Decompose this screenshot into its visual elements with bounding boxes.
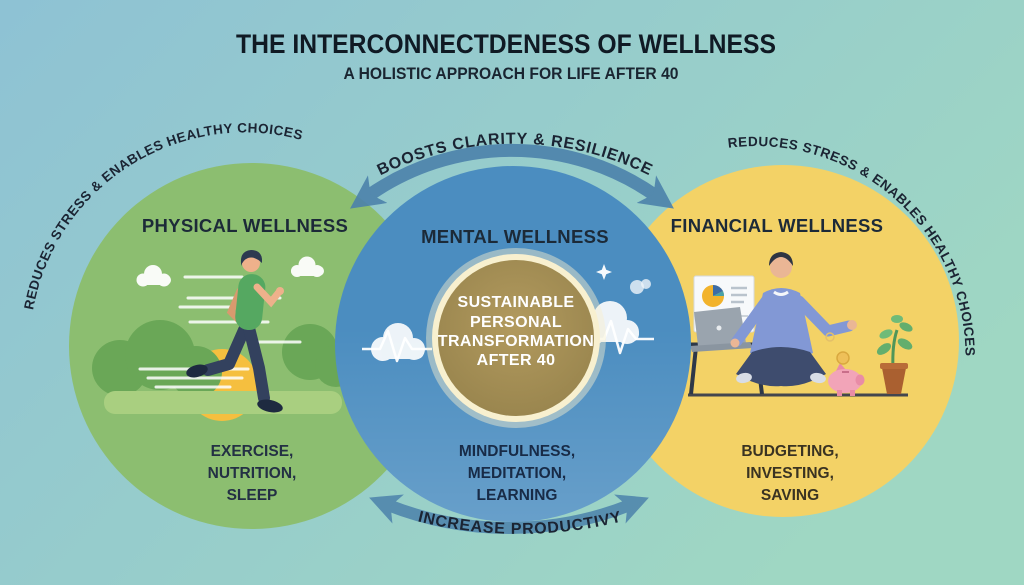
page-subtitle: A HOLISTIC APPROACH FOR LIFE AFTER 40 <box>344 65 679 83</box>
piggy-bank-icon <box>828 363 865 396</box>
small-coin-icon <box>825 332 835 342</box>
sparkle-icon <box>596 264 612 280</box>
finance-scene <box>688 252 913 397</box>
list-item: MEDITATION, <box>468 465 566 482</box>
physical-items: EXERCISE, NUTRITION, SLEEP <box>208 443 297 504</box>
mental-wellness-label: MENTAL WELLNESS <box>421 226 609 247</box>
list-item: NUTRITION, <box>208 465 297 482</box>
center-line: PERSONAL <box>470 314 562 331</box>
center-circle <box>426 248 606 428</box>
list-item: SAVING <box>761 487 819 504</box>
heartbeat-line-icon <box>362 329 432 363</box>
bottom-double-arrow-icon <box>369 494 649 534</box>
center-line: SUSTAINABLE <box>458 294 575 311</box>
page-title: THE INTERCONNECTDENESS OF WELLNESS <box>236 29 776 59</box>
runner-icon <box>186 250 284 413</box>
plant-icon <box>876 315 913 394</box>
list-item: BUDGETING, <box>741 443 838 460</box>
list-item: MINDFULNESS, <box>459 443 575 460</box>
physical-wellness-label: PHYSICAL WELLNESS <box>142 215 348 236</box>
cloud-icon <box>136 256 324 287</box>
list-item: LEARNING <box>477 487 558 504</box>
heartbeat-line-icon <box>590 319 654 355</box>
list-item: INVESTING, <box>746 465 834 482</box>
meditating-person-icon <box>730 252 857 387</box>
coin-icon <box>836 351 850 365</box>
center-line: AFTER 40 <box>477 352 556 369</box>
list-item: SLEEP <box>227 487 278 504</box>
financial-wellness-label: FINANCIAL WELLNESS <box>671 215 884 236</box>
center-text: SUSTAINABLE PERSONAL TRANSFORMATION AFTE… <box>438 294 594 369</box>
top-double-arrow-icon <box>350 143 674 209</box>
list-item: EXERCISE, <box>211 443 294 460</box>
ground-strip <box>104 391 342 414</box>
center-line: TRANSFORMATION <box>438 333 594 350</box>
financial-items: BUDGETING, INVESTING, SAVING <box>741 443 838 504</box>
